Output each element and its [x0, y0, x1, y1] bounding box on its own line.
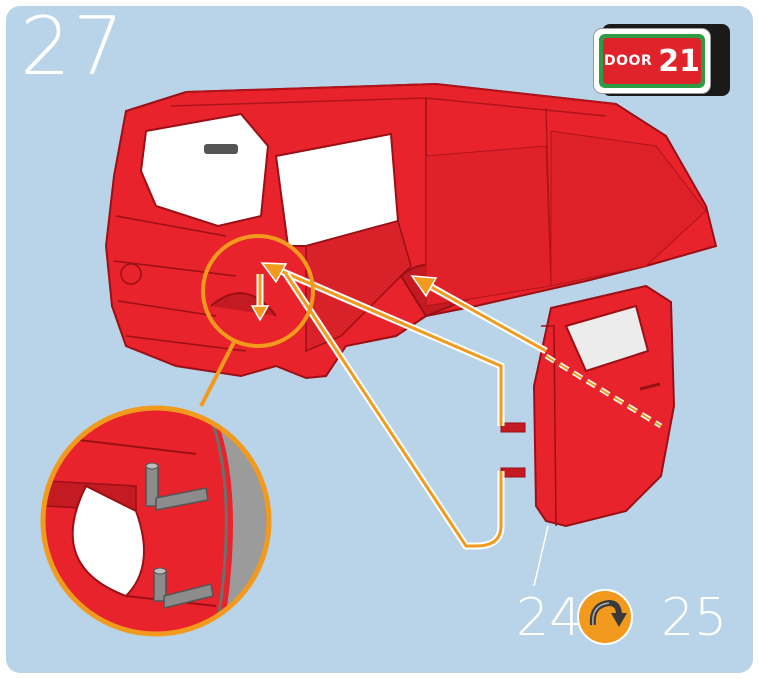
rotate-arrow-icon [575, 587, 635, 647]
sequence-to: 25 [661, 588, 727, 648]
sequence-from: 24 [516, 588, 582, 648]
door-part [501, 286, 674, 586]
instruction-panel: 27 DOOR 21 [6, 6, 753, 673]
rearview-mirror [204, 144, 238, 154]
assembly-illustration [6, 6, 753, 673]
detail-callout-large [36, 396, 276, 646]
